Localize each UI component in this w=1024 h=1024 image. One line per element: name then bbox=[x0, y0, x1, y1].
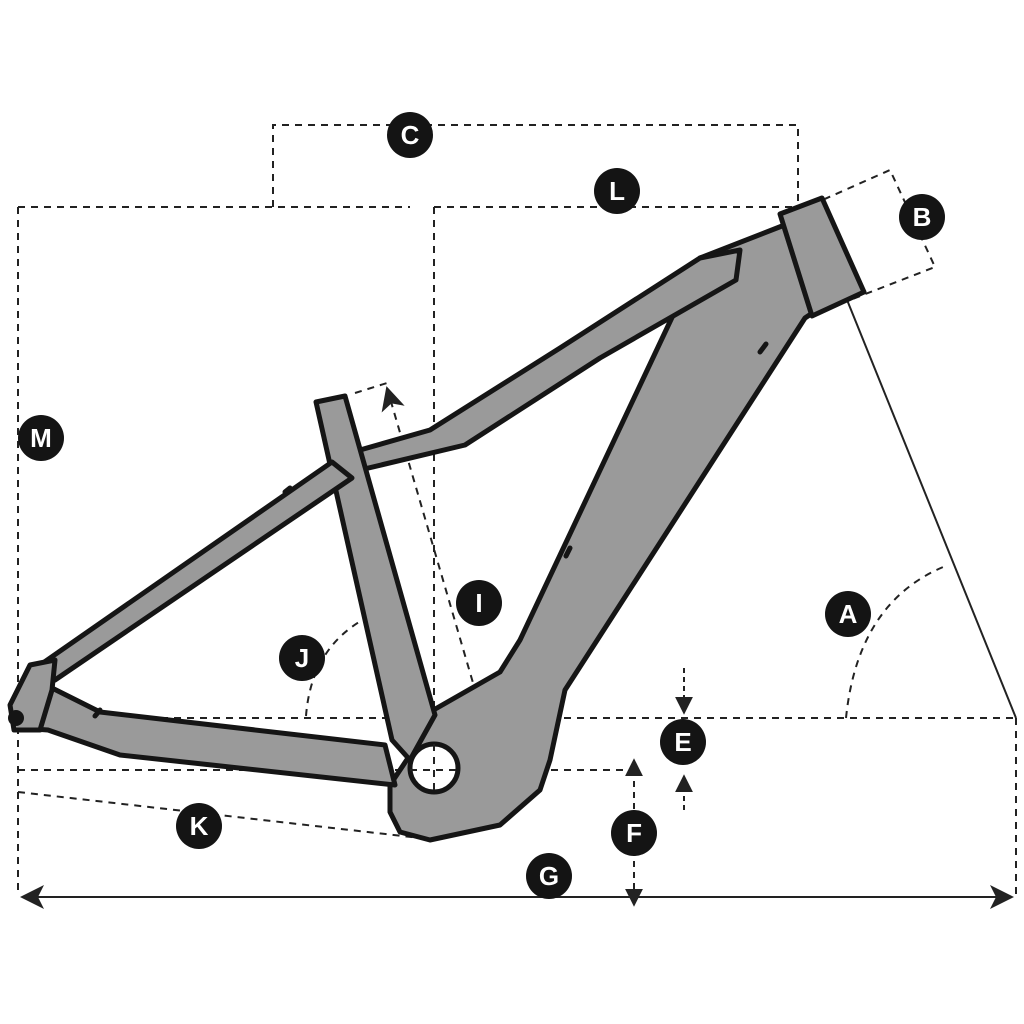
label-a: A bbox=[839, 599, 858, 629]
label-b-badge: B bbox=[899, 194, 945, 240]
measure-a-arc bbox=[845, 564, 949, 719]
label-m: M bbox=[30, 423, 52, 453]
seat-tube bbox=[313, 393, 438, 763]
label-a-badge: A bbox=[825, 591, 871, 637]
label-g-badge: G bbox=[526, 853, 572, 899]
label-l: L bbox=[609, 176, 625, 206]
bike-frame bbox=[7, 195, 867, 843]
label-m-badge: M bbox=[18, 415, 64, 461]
label-c-badge: C bbox=[387, 112, 433, 158]
label-f-badge: F bbox=[611, 810, 657, 856]
label-f: F bbox=[626, 818, 642, 848]
label-e-badge: E bbox=[660, 719, 706, 765]
label-i-badge: I bbox=[456, 580, 502, 626]
label-e: E bbox=[674, 727, 691, 757]
rear-axle bbox=[8, 710, 24, 726]
head-tube-axis-line bbox=[821, 237, 1017, 719]
measure-k-line bbox=[17, 791, 421, 839]
label-b: B bbox=[913, 202, 932, 232]
label-c: C bbox=[401, 120, 420, 150]
measure-c-line bbox=[272, 124, 799, 207]
measure-i-top-line bbox=[354, 382, 388, 394]
label-g: G bbox=[539, 861, 559, 891]
label-j: J bbox=[295, 643, 309, 673]
label-k-badge: K bbox=[176, 803, 222, 849]
label-k: K bbox=[190, 811, 209, 841]
measure-b-line bbox=[799, 168, 937, 301]
frame-detail-lines bbox=[92, 341, 769, 719]
top-tube bbox=[357, 247, 743, 473]
label-l-badge: L bbox=[594, 168, 640, 214]
label-j-badge: J bbox=[279, 635, 325, 681]
head-tube bbox=[777, 195, 867, 319]
label-i: I bbox=[475, 588, 482, 618]
